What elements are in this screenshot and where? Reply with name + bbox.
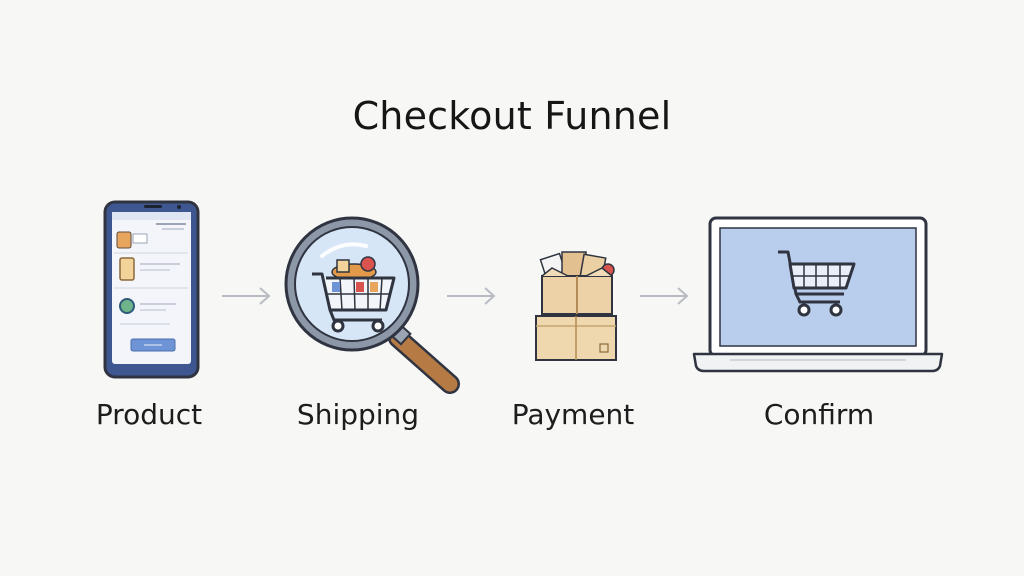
diagram-title: Checkout Funnel (352, 94, 672, 138)
arrow-right-icon (447, 287, 496, 305)
arrow-right-icon (640, 287, 689, 305)
step-label-product: Product (95, 398, 203, 431)
step-label-payment: Payment (511, 398, 635, 431)
step-label-shipping: Shipping (296, 398, 420, 431)
boxes-icon (535, 251, 617, 361)
magnifier-cart-icon (284, 216, 460, 394)
arrow-right-icon (222, 287, 271, 305)
smartphone-icon (103, 200, 200, 379)
laptop-cart-icon (692, 216, 944, 373)
step-label-confirm: Confirm (763, 398, 875, 431)
